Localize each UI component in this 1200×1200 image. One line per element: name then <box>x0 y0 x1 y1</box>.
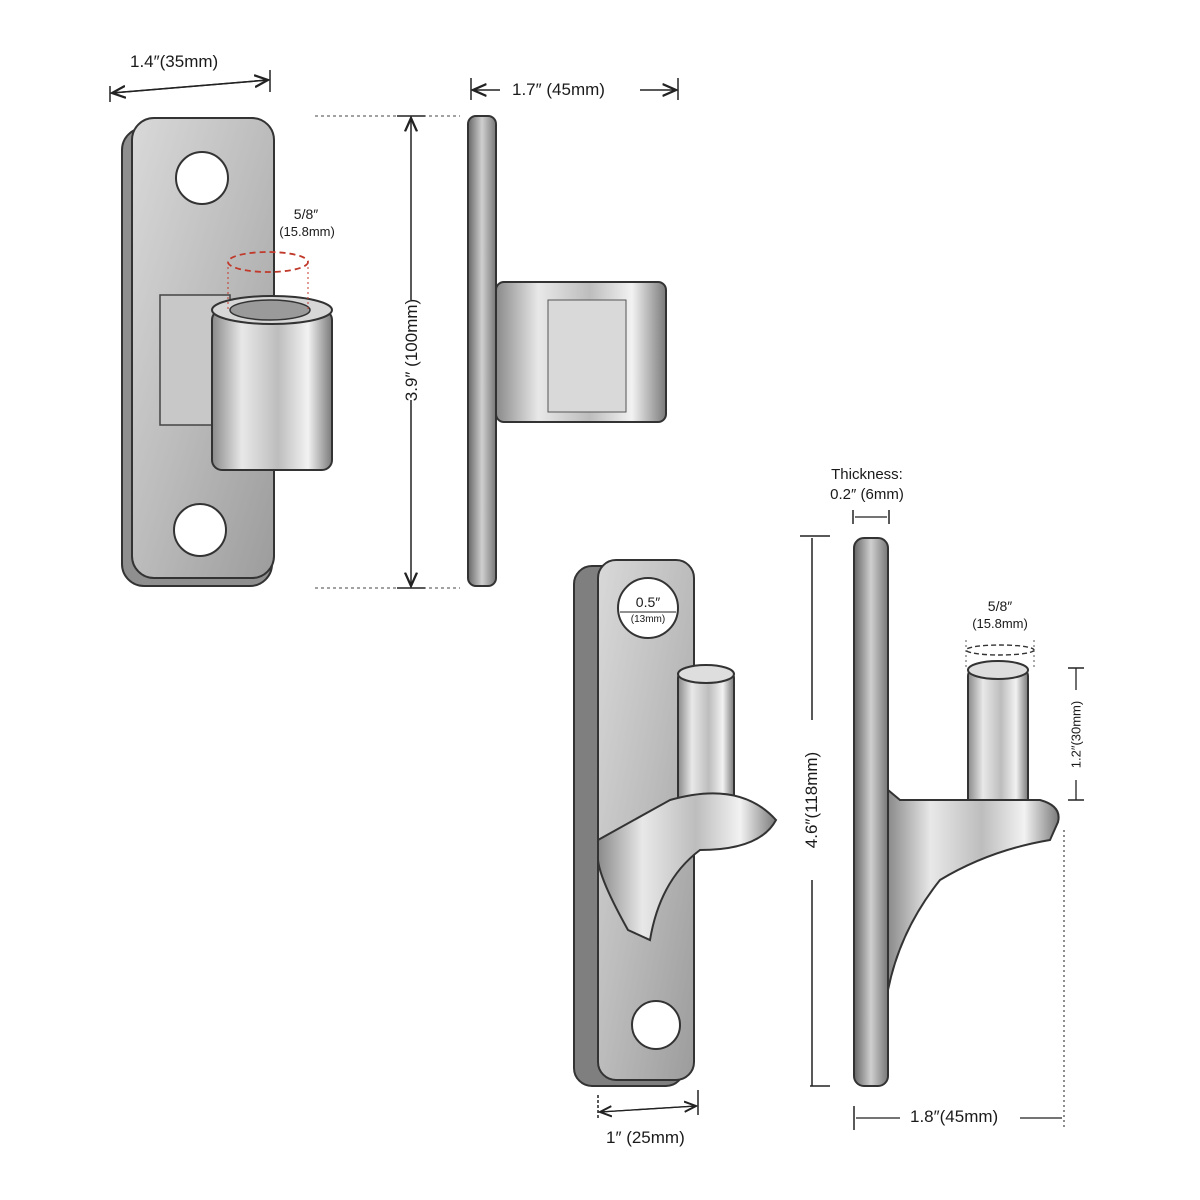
pin-diameter-inch-label: 5/8″ <box>987 598 1013 614</box>
pin-plate-height-label: 4.6″(118mm) <box>802 751 821 849</box>
dim-line-pin-height <box>800 535 830 1087</box>
dim-line-socket-height <box>315 115 460 589</box>
pin-plate-width-label: 1″ (25mm) <box>606 1128 685 1147</box>
pin-plate-front <box>573 559 778 1087</box>
pin-plate-depth-label: 1.8″(45mm) <box>910 1107 999 1126</box>
socket-plate-side <box>467 115 667 587</box>
pin-plate-side <box>853 537 1060 1087</box>
socket-plate-front <box>121 117 333 587</box>
pin-plate-hole-inch-label: 0.5″ <box>635 594 661 610</box>
socket-height-label: 3.9″ (100mm) <box>402 298 421 402</box>
dim-line-pin-projection <box>1068 667 1084 801</box>
dim-line-pin-depth <box>853 830 1065 1130</box>
dim-line-pin-width <box>597 1090 699 1120</box>
socket-depth-label: 1.7″ (45mm) <box>512 80 605 99</box>
pin-projection-label: 1.2″(30mm) <box>1068 700 1084 769</box>
thickness-title-label: Thickness: <box>831 466 903 483</box>
dim-line-socket-width <box>109 70 271 102</box>
socket-bore-mm-label: (15.8mm) <box>279 224 335 239</box>
dim-line-thickness <box>852 510 890 524</box>
pin-plate-hole-mm-label: (13mm) <box>630 614 666 625</box>
pin-diameter-mm-label: (15.8mm) <box>972 616 1028 631</box>
socket-bore-inch-label: 5/8″ <box>293 206 319 222</box>
socket-width-label: 1.4″(35mm) <box>130 52 219 71</box>
thickness-value-label: 0.2″ (6mm) <box>830 486 904 503</box>
dim-line-socket-depth <box>470 78 679 100</box>
